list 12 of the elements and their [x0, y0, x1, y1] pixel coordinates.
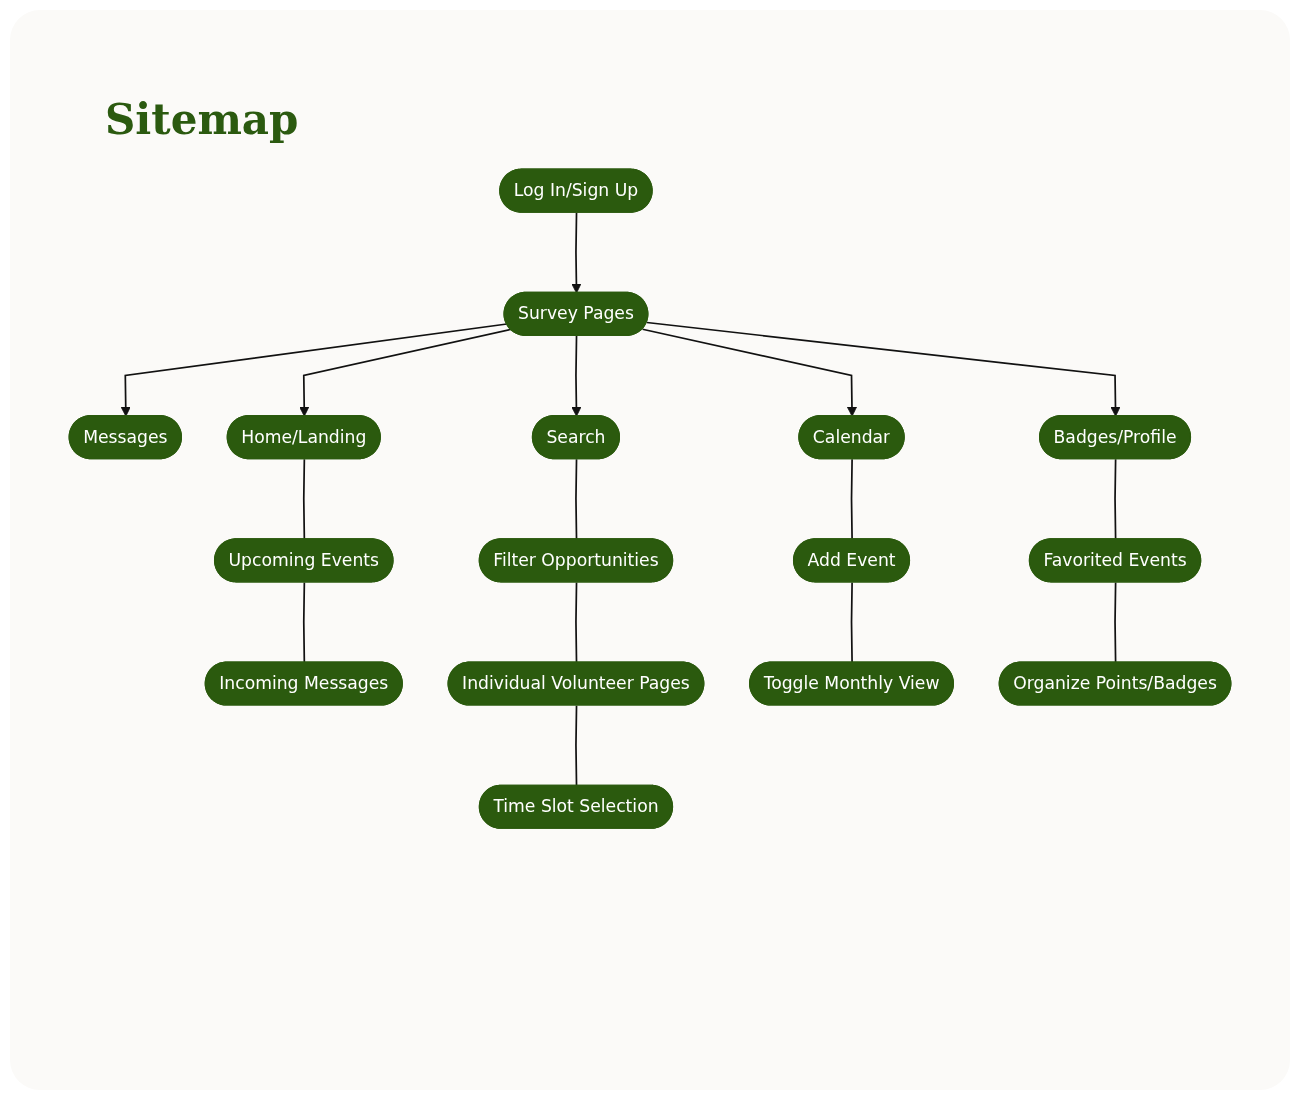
- connector: [575, 581, 578, 664]
- arrow: [641, 328, 857, 417]
- sitemap-diagram: Log In/Sign Up Survey Pages Messages Home/Landing Search Calendar Badges/Profile Upcoming Events Filter Opportunities Add Event Favorited Events Incoming Messages Individual Volunteer Pages Toggle Monthly View Organize Points/Badges Time Slot Selection: [60, 160, 1240, 838]
- diagram-title: Sitemap: [105, 95, 299, 144]
- connector: [302, 581, 306, 664]
- arrow: [571, 335, 582, 417]
- connector: [850, 581, 853, 664]
- connector: [1114, 581, 1117, 664]
- arrow: [299, 328, 512, 417]
- connector: [575, 704, 578, 787]
- arrow: [571, 211, 582, 294]
- arrow: [646, 321, 1121, 417]
